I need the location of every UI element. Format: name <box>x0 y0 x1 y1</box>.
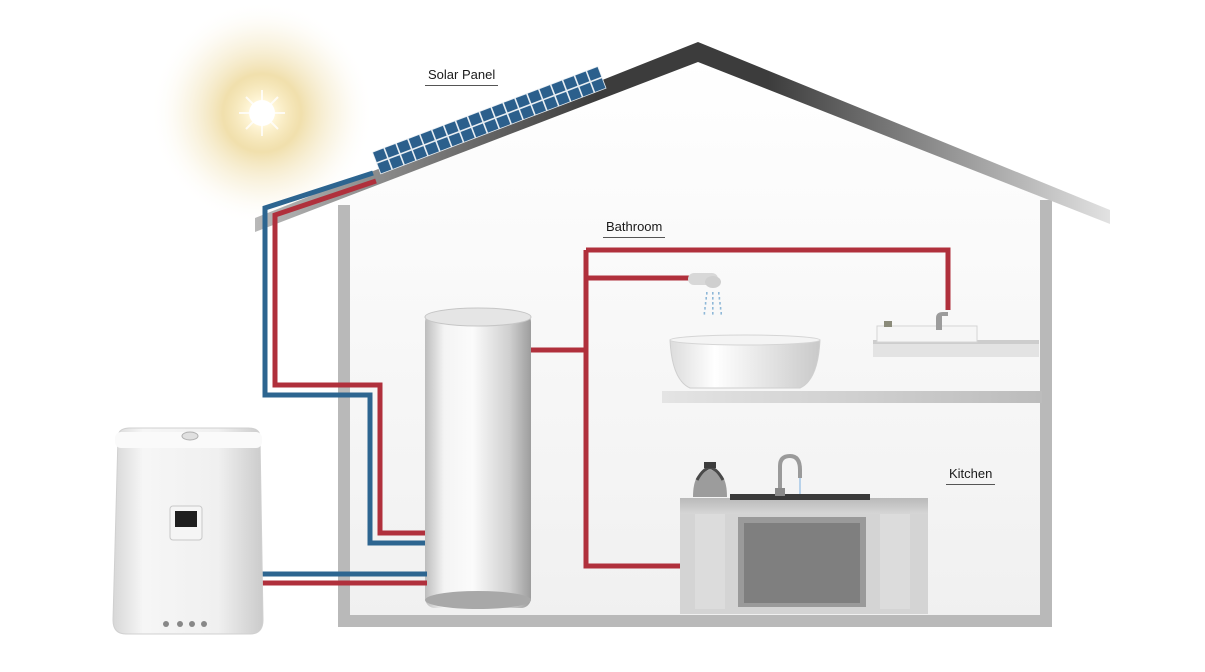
solar-cell <box>436 137 451 151</box>
water-drop <box>712 302 714 305</box>
water-drop <box>704 307 706 310</box>
solar-cell <box>412 146 428 160</box>
water-drop <box>706 292 708 295</box>
solar-panel-icon <box>372 65 607 175</box>
water-drop <box>718 297 721 300</box>
solar-cell <box>444 121 459 136</box>
sun-icon <box>150 1 374 225</box>
solar-cell <box>591 78 606 92</box>
water-drop <box>719 302 721 305</box>
solar-cell <box>401 150 416 165</box>
solar-cell <box>456 116 471 131</box>
water-drop <box>712 297 714 300</box>
solar-cell <box>567 87 582 101</box>
solar-cell <box>508 109 523 124</box>
solar-cell <box>424 141 439 156</box>
water-drop <box>719 307 722 310</box>
kitchen-faucet-icon <box>775 453 802 496</box>
water-drop <box>704 302 707 305</box>
solar-cell <box>555 91 570 106</box>
basin-pipe <box>586 247 951 310</box>
hot-water-tank-icon <box>424 307 532 609</box>
solar-cell <box>551 80 566 95</box>
solar-cell <box>460 128 475 142</box>
wash-basin-icon <box>873 312 1039 357</box>
solar-cell <box>468 112 483 126</box>
solar-cell <box>563 76 578 90</box>
solar-cell <box>527 89 542 104</box>
solar-cell <box>575 71 590 86</box>
solar-cell <box>503 98 518 113</box>
solar-cell <box>377 159 392 174</box>
water-drop <box>705 297 707 300</box>
water-drop <box>720 312 722 315</box>
distribution-pipes <box>531 247 951 569</box>
solar-cell <box>579 82 594 97</box>
solar-panel-label: Solar Panel <box>428 67 495 86</box>
solar-cell <box>373 148 388 163</box>
heat-pump-pipes <box>258 571 427 586</box>
water-drop <box>712 292 714 295</box>
solar-cell <box>491 103 507 117</box>
bathroom-label: Bathroom <box>606 219 662 238</box>
kitchen-label: Kitchen <box>949 466 992 485</box>
solar-cold-pipe <box>262 170 432 546</box>
solar-cell <box>396 139 411 154</box>
solar-cell <box>587 67 602 81</box>
riser-pipe <box>583 250 690 569</box>
water-drop <box>718 292 720 295</box>
solar-cell <box>472 123 487 138</box>
solar-cell <box>515 94 530 108</box>
kitchen-counter <box>680 494 928 614</box>
heat-pump-unit-icon <box>112 427 264 635</box>
bathtub-icon <box>669 334 821 389</box>
solar-cell <box>484 118 499 133</box>
upper-floor <box>662 391 1042 403</box>
solar-cell <box>539 85 554 99</box>
solar-cell <box>520 105 535 120</box>
water-drop <box>703 312 706 315</box>
solar-cell <box>531 100 547 115</box>
kettle-icon <box>693 462 727 497</box>
solar-hot-pipe <box>272 178 432 536</box>
water-drop <box>712 307 714 310</box>
solar-cell <box>389 155 404 169</box>
solar-cell <box>543 96 558 111</box>
water-drop <box>712 312 714 315</box>
solar-cell <box>408 134 423 149</box>
shower-head-icon <box>688 273 722 315</box>
solar-cell <box>432 125 447 140</box>
solar-cell <box>480 107 495 122</box>
solar-loop-pipes <box>262 170 432 546</box>
solar-cell <box>384 143 400 158</box>
solar-cell <box>420 130 435 145</box>
solar-cell <box>448 132 463 147</box>
solar-cell <box>496 114 511 129</box>
